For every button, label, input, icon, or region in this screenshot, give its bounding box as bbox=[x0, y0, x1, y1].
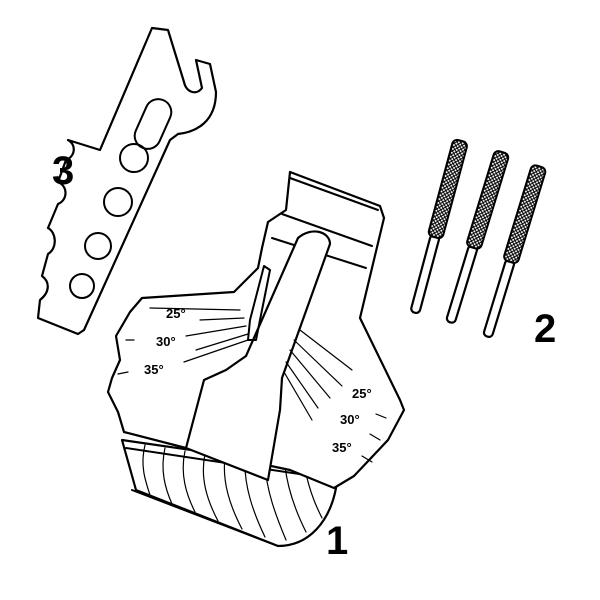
right-angle-30-label: 30° bbox=[340, 412, 360, 427]
left-angle-25-label: 25° bbox=[166, 306, 186, 321]
callout-2: 2 bbox=[534, 307, 556, 351]
file-guide-icon: 25° 30° 35° 25° 30° 35° bbox=[106, 170, 406, 548]
right-angle-35-label: 35° bbox=[332, 440, 352, 455]
right-angle-25-label: 25° bbox=[352, 386, 372, 401]
callout-1: 1 bbox=[326, 519, 348, 563]
right-angle-ticks bbox=[283, 329, 387, 463]
round-file-icon bbox=[410, 138, 547, 338]
left-angle-35-label: 35° bbox=[144, 362, 164, 377]
callout-3: 3 bbox=[52, 149, 74, 193]
left-angle-30-label: 30° bbox=[156, 334, 176, 349]
left-angle-ticks bbox=[117, 307, 249, 375]
depth-gauge-tool-icon bbox=[36, 26, 218, 336]
